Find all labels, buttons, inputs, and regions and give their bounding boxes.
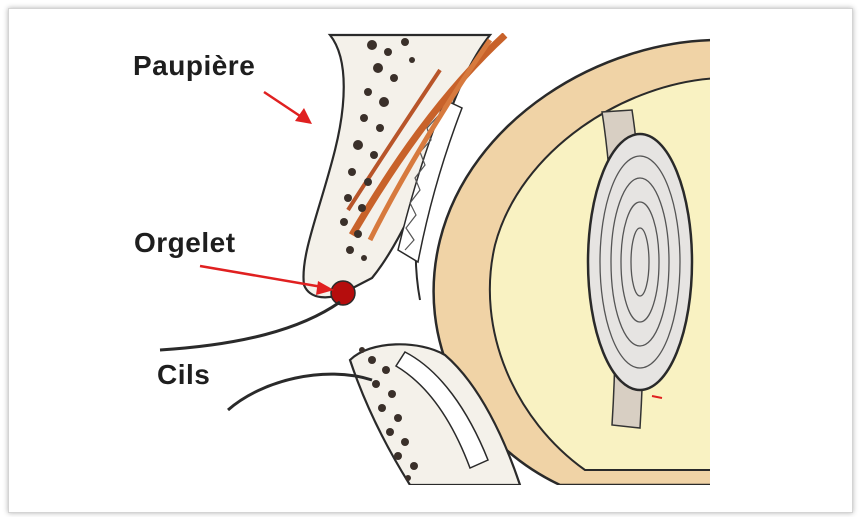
lens — [588, 134, 692, 390]
eyelid-arrowhead — [295, 108, 312, 124]
stye — [331, 281, 355, 305]
stye-label: Orgelet — [134, 227, 236, 259]
stye-leader-curve — [160, 302, 340, 350]
eyelashes-label: Cils — [157, 359, 210, 391]
eyelashes-leader-curve — [228, 374, 372, 410]
eyelid-label: Paupière — [133, 50, 255, 82]
